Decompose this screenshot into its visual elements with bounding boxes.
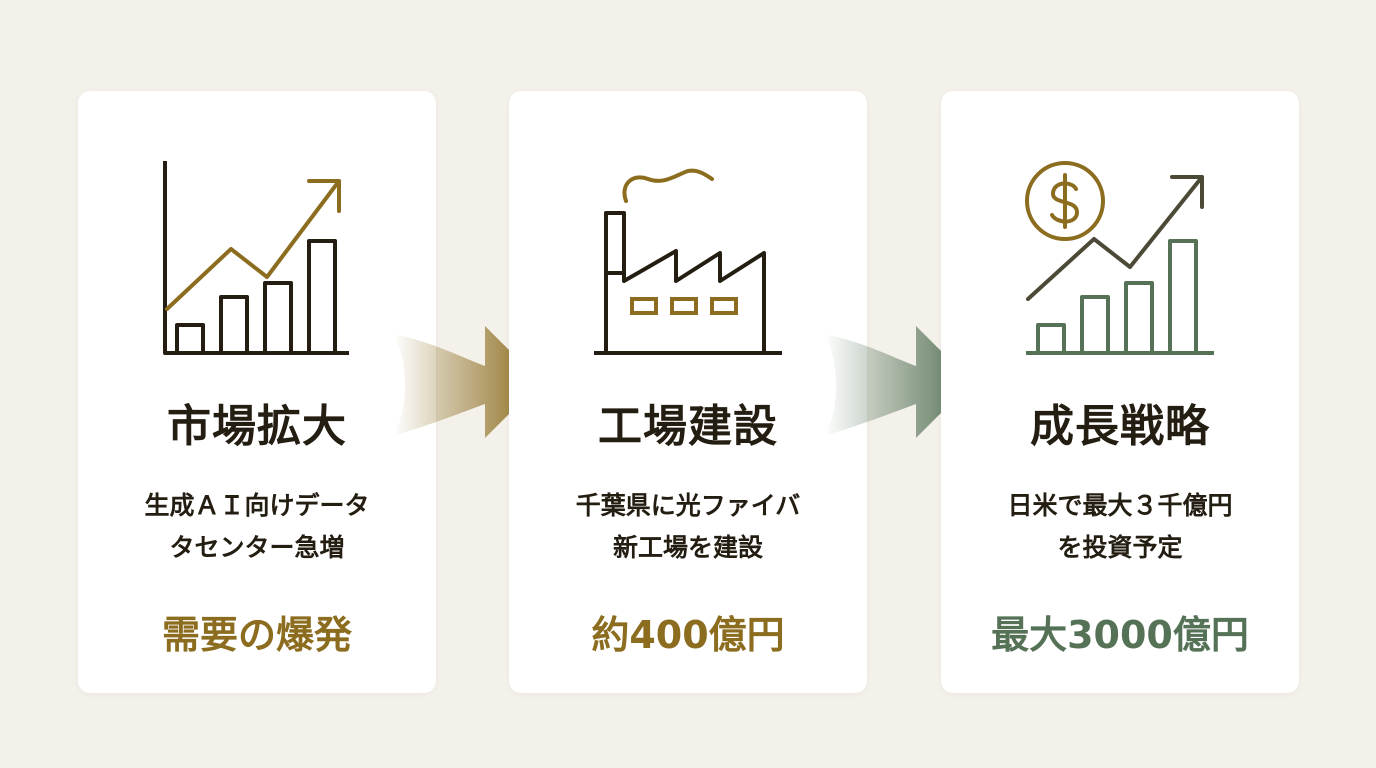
card-factory-construction: 工場建設 千葉県に光ファイバ 新工場を建設 約400億円	[509, 91, 867, 693]
description-line: 日米で最大３千億円	[1007, 491, 1233, 520]
description-line: 生成ＡＩ向けデータ	[144, 491, 370, 520]
card-title: 成長戦略	[1030, 401, 1210, 452]
card-description: 日米で最大３千億円 を投資予定	[961, 485, 1279, 569]
card-market-expansion: 市場拡大 生成ＡＩ向けデータ タセンター急増 需要の爆発	[78, 91, 436, 693]
card-title: 工場建設	[598, 401, 778, 452]
right-arrow-icon	[393, 326, 541, 438]
description-line: 新工場を建設	[612, 533, 763, 562]
rising-bar-chart-icon	[163, 161, 349, 355]
card-title: 市場拡大	[167, 401, 347, 452]
factory-icon	[594, 168, 782, 355]
card-description: 千葉県に光ファイバ 新工場を建設	[529, 485, 847, 569]
card-highlight: 需要の爆発	[161, 613, 352, 657]
dollar-growth-chart-icon	[1025, 161, 1214, 355]
description-line: 千葉県に光ファイバ	[575, 491, 801, 520]
card-highlight: 最大3000億円	[991, 613, 1249, 657]
card-description: 生成ＡＩ向けデータ タセンター急増	[98, 485, 416, 569]
description-line: タセンター急増	[169, 533, 345, 562]
description-line: を投資予定	[1057, 533, 1183, 562]
card-growth-strategy: 成長戦略 日米で最大３千億円 を投資予定 最大3000億円	[941, 91, 1299, 693]
right-arrow-icon	[824, 326, 972, 438]
card-highlight: 約400億円	[591, 613, 785, 657]
